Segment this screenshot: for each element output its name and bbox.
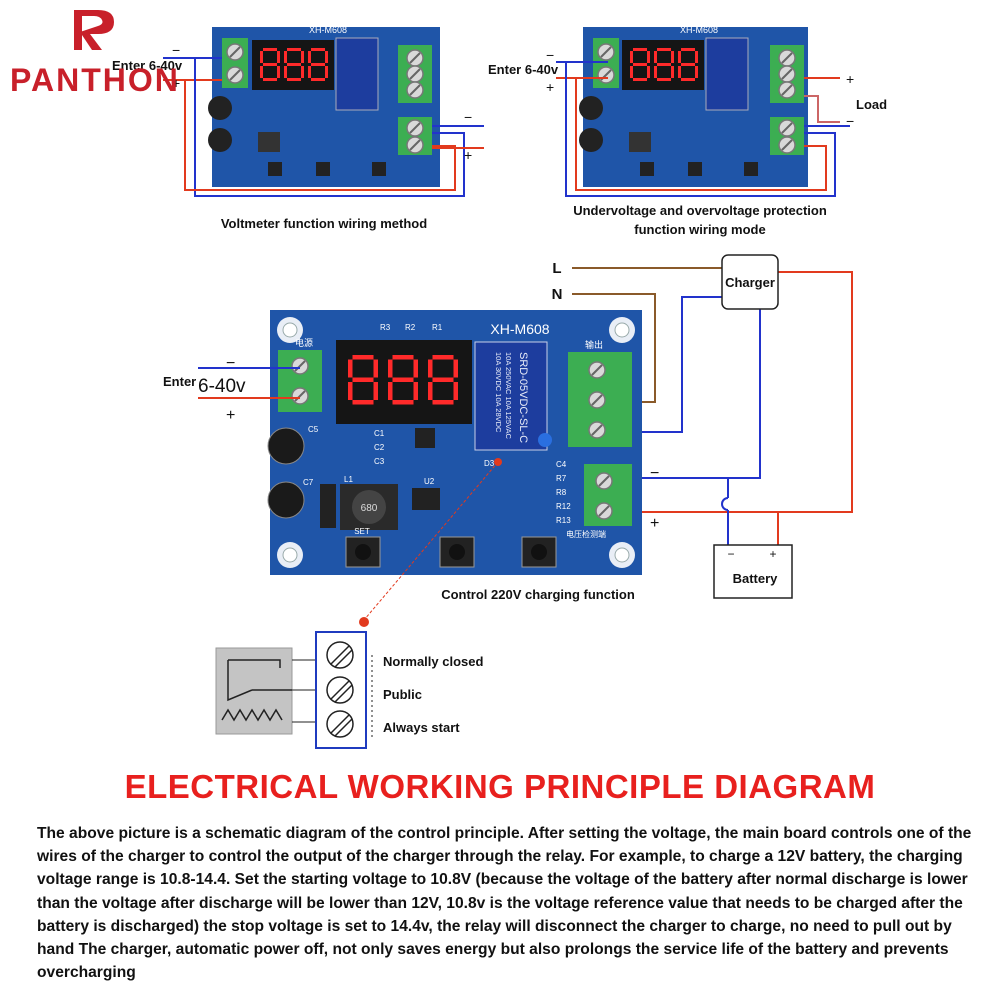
relay-rating-text: 10A 250VAC 10A 125VAC: [504, 352, 513, 439]
silk-r7: R7: [556, 474, 567, 483]
silk-r2: R2: [405, 323, 416, 332]
board-model-label: XH-M608: [309, 25, 347, 35]
caption: Voltmeter function wiring method: [221, 216, 427, 231]
plus-sign: +: [172, 75, 180, 91]
silk-set: SET: [354, 527, 370, 536]
board-model-label: XH-M608: [490, 321, 549, 337]
silk-detect: 电压检测端: [566, 529, 606, 539]
input-plus: +: [226, 407, 235, 424]
board-model-label: XH-M608: [680, 25, 718, 35]
silk-l1: L1: [344, 475, 353, 484]
silk-r13: R13: [556, 516, 571, 525]
voltmeter-wiring-diagram: XH-M608 Enter 6-40v − + − + Voltmeter fu…: [112, 25, 484, 231]
silk-r12: R12: [556, 502, 571, 511]
relay-block: [474, 341, 548, 451]
silk-r8: R8: [556, 488, 567, 497]
input-label: Enter 6-40v: [488, 62, 559, 77]
chip: [415, 428, 435, 448]
charging-control-diagram: Charger − + Battery L N XH-M608 SRD-05VD…: [163, 254, 853, 627]
protection-wiring-diagram: XH-M608 Enter 6-40v − + + − Load Undervo…: [488, 25, 887, 237]
description-text: The above picture is a schematic diagram…: [37, 825, 972, 982]
silk-u2: U2: [424, 477, 435, 486]
silk-c3: C3: [374, 457, 385, 466]
line-n-label: N: [552, 286, 563, 303]
inductor-value: 680: [361, 503, 378, 514]
output-plus: +: [650, 515, 659, 532]
plus-sign: +: [464, 147, 472, 163]
brand: PANTHON: [6, 6, 221, 101]
silk-r3: R3: [380, 323, 391, 332]
relay-rating-text: 10A 30VDC 10A 28VDC: [494, 352, 503, 433]
capacitor-c7: [267, 481, 305, 519]
silk-r1: R1: [432, 323, 443, 332]
input-voltage: 6-40v: [198, 376, 246, 397]
plus-sign: +: [546, 79, 554, 95]
page-title: ELECTRICAL WORKING PRINCIPLE DIAGRAM: [124, 768, 876, 805]
load-label: Load: [856, 97, 887, 112]
relay-part-text: SRD-05VDC-SL-C: [517, 352, 529, 443]
brand-name: PANTHON: [10, 62, 180, 98]
battery-box: [713, 544, 793, 599]
panthon-logo-icon: [74, 10, 114, 50]
silk-power: 电源: [295, 337, 313, 348]
battery-label: Battery: [733, 571, 779, 586]
input-prefix: Enter: [163, 374, 196, 389]
relay: [335, 37, 379, 111]
input-minus: −: [226, 355, 235, 372]
silk-c7: C7: [303, 478, 314, 487]
minus-sign: −: [464, 109, 472, 125]
contact-normally-closed: Normally closed: [383, 654, 483, 669]
input-label: Enter 6-40v: [112, 58, 183, 73]
caption: Control 220V charging function: [441, 587, 635, 602]
caption-line-1: Undervoltage and overvoltage protection: [573, 203, 827, 218]
charger-label: Charger: [725, 275, 775, 290]
charger-box: [721, 254, 779, 310]
capacitor-c5: [267, 427, 305, 465]
plus-sign: +: [846, 71, 854, 87]
silk-c5: C5: [308, 425, 319, 434]
battery-minus: −: [727, 547, 734, 561]
diode: [320, 484, 336, 528]
contact-always-start: Always start: [383, 720, 460, 735]
silk-c4: C4: [556, 460, 567, 469]
chip-u2: [412, 488, 440, 510]
output-minus: −: [650, 465, 659, 482]
silk-output: 输出: [585, 339, 603, 350]
silk-c1: C1: [374, 429, 385, 438]
silk-c2: C2: [374, 443, 385, 452]
relay-contact-detail: Normally closed Public Always start: [215, 631, 483, 749]
led-indicator: [538, 433, 552, 447]
battery-plus: +: [769, 547, 776, 561]
contact-public: Public: [383, 687, 422, 702]
caption-line-2: function wiring mode: [634, 222, 765, 237]
minus-sign: −: [546, 47, 554, 63]
plus-button[interactable]: [439, 536, 475, 568]
minus-sign: −: [172, 42, 180, 58]
silk-d3: D3: [484, 459, 495, 468]
line-l-label: L: [552, 260, 561, 277]
minus-sign: −: [846, 113, 854, 129]
relay: [705, 37, 749, 111]
